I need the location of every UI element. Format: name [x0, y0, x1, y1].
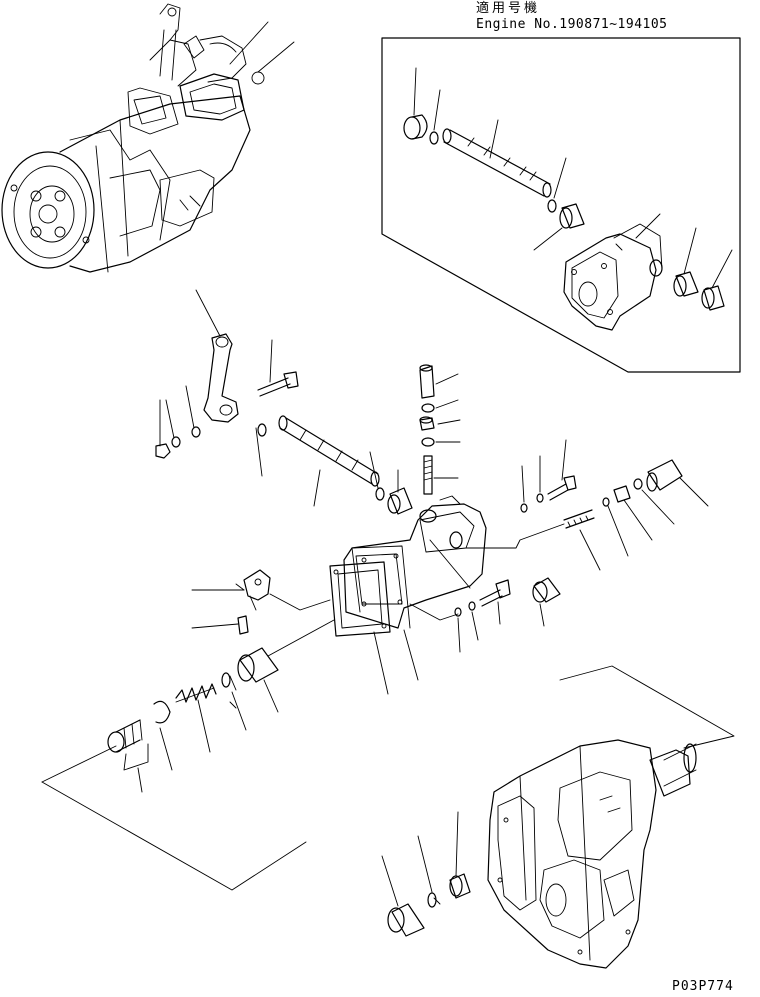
bolt-icon	[409, 577, 561, 653]
nut-icon	[465, 439, 709, 571]
bushing-icon	[381, 811, 471, 937]
drawing-code: P03P774	[672, 979, 734, 994]
spring-icon	[41, 619, 335, 891]
lever-icon	[191, 569, 331, 635]
gasket-icon	[329, 561, 419, 695]
lever-icon	[155, 289, 239, 459]
engine-serial-range: Engine No.190871~194105	[476, 17, 668, 32]
housing-icon	[343, 495, 487, 629]
pump-assembly-icon	[1, 3, 295, 273]
shaft-icon	[255, 415, 413, 515]
applicability-label: 適用号機	[476, 1, 541, 16]
inset-box	[381, 37, 741, 373]
transmission-case-icon	[487, 665, 735, 969]
bushing-icon	[419, 364, 461, 495]
bolt-icon	[257, 339, 299, 397]
